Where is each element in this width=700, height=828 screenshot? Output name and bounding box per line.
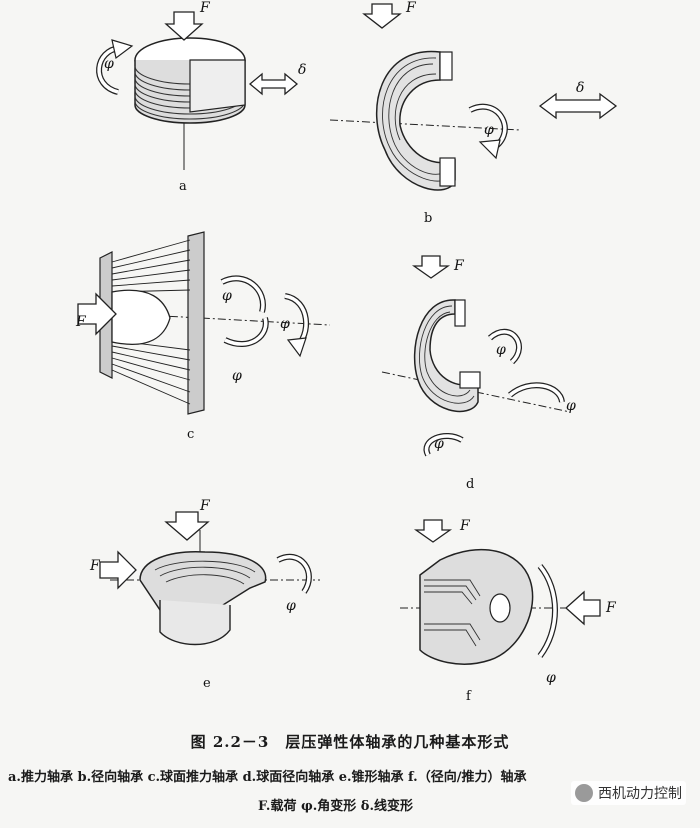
panel-e-conical-bearing: F F φ e [89, 498, 320, 691]
panel-f-label: f [466, 689, 472, 704]
panel-a-thrust-bearing: F δ φ a [96, 0, 306, 194]
figure-caption-title: 图 2.2－3 层压弹性体轴承的几种基本形式 [190, 733, 510, 751]
svg-text:φ: φ [222, 288, 232, 304]
panel-c-label: c [187, 427, 194, 442]
svg-text:F: F [89, 558, 101, 574]
svg-text:φ: φ [104, 56, 114, 72]
svg-text:F: F [75, 314, 87, 330]
svg-text:φ: φ [434, 436, 444, 452]
panel-a-label: a [179, 179, 187, 194]
svg-text:φ: φ [280, 316, 290, 332]
svg-text:φ: φ [484, 122, 494, 138]
svg-text:F: F [453, 258, 465, 274]
panel-b-label: b [424, 211, 432, 226]
svg-text:F: F [199, 498, 211, 514]
svg-text:φ: φ [232, 368, 242, 384]
svg-text:φ: φ [496, 342, 506, 358]
svg-text:F: F [459, 518, 471, 534]
panel-f-radial-thrust-bearing: F F φ f [400, 518, 617, 704]
panel-e-label: e [203, 676, 211, 691]
svg-text:φ: φ [546, 670, 556, 686]
watermark: 西机动力控制 [571, 781, 686, 805]
svg-text:φ: φ [286, 598, 296, 614]
svg-text:F: F [199, 0, 211, 16]
figure-caption-symbols: F.载荷 φ.角变形 δ.线变形 [258, 799, 413, 814]
svg-text:φ: φ [566, 398, 576, 414]
svg-text:F: F [405, 0, 417, 16]
figure-caption-legend: a.推力轴承 b.径向轴承 c.球面推力轴承 d.球面径向轴承 e.锥形轴承 f… [8, 770, 527, 785]
panel-c-spherical-thrust-bearing: F φ φ φ c [75, 231, 331, 442]
panel-b-radial-bearing: F δ φ b [329, 0, 618, 226]
watermark-text: 西机动力控制 [598, 786, 682, 802]
panel-d-spherical-radial-bearing: F φ φ φ d [381, 255, 576, 492]
svg-text:δ: δ [576, 80, 584, 96]
panel-d-label: d [466, 477, 474, 492]
svg-text:F: F [605, 600, 617, 616]
wechat-icon [575, 784, 593, 802]
svg-text:δ: δ [298, 62, 306, 78]
